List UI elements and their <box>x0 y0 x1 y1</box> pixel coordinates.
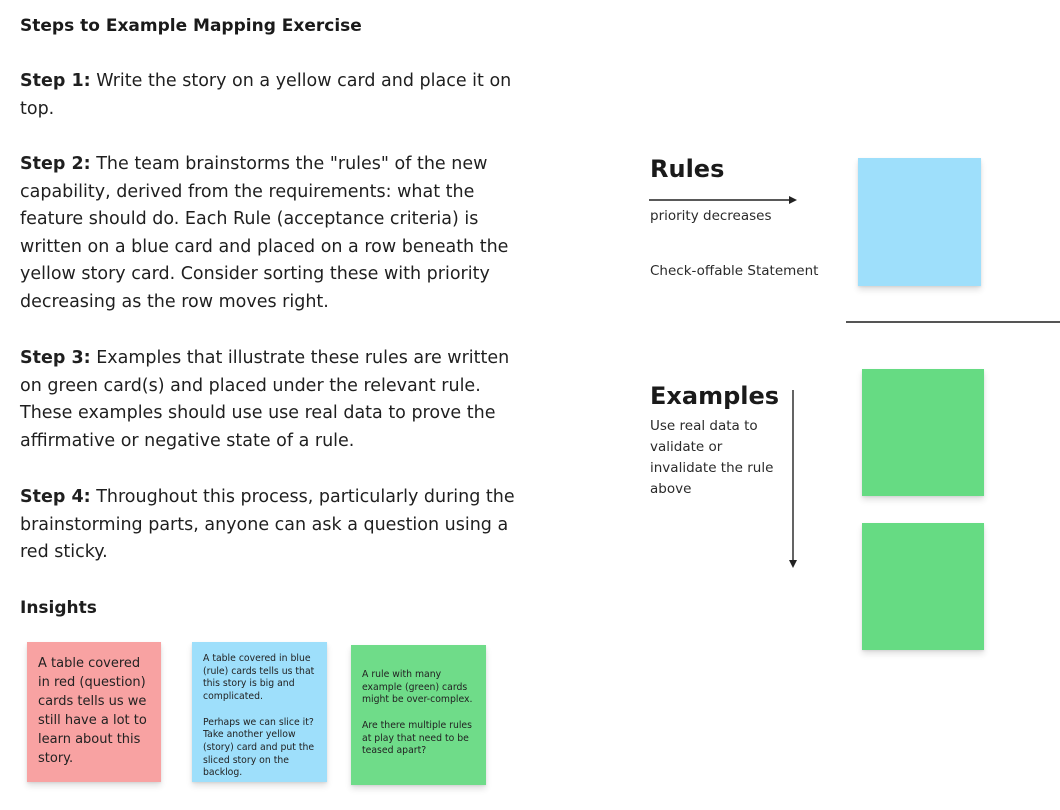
step-1-label: Step 1: <box>20 71 91 91</box>
insight-note-green[interactable]: A rule with many example (green) cards m… <box>351 645 486 785</box>
example-card-2[interactable] <box>862 523 984 650</box>
step-3-label: Step 3: <box>20 348 91 368</box>
priority-arrow-icon <box>649 196 797 204</box>
example-card-1[interactable] <box>862 369 984 496</box>
page-title: Steps to Example Mapping Exercise <box>20 16 362 36</box>
insight-note-blue-text: A table covered in blue (rule) cards tel… <box>203 653 315 779</box>
insight-note-red-text: A table covered in red (question) cards … <box>38 656 147 766</box>
rules-description: Check-offable Statement <box>650 263 819 279</box>
examples-down-arrow-icon <box>789 390 797 568</box>
step-3: Step 3: Examples that illustrate these r… <box>20 345 532 455</box>
rule-card[interactable] <box>858 158 981 286</box>
step-2-text: The team brainstorms the "rules" of the … <box>20 154 509 312</box>
insight-note-blue[interactable]: A table covered in blue (rule) cards tel… <box>192 642 327 782</box>
rules-direction-label: priority decreases <box>650 208 772 224</box>
step-1-text: Write the story on a yellow card and pla… <box>20 71 512 119</box>
insight-note-red[interactable]: A table covered in red (question) cards … <box>27 642 161 782</box>
examples-description: Use real data to validate or invalidate … <box>650 418 774 497</box>
section-divider <box>846 321 1060 323</box>
step-3-text: Examples that illustrate these rules are… <box>20 348 510 451</box>
step-2: Step 2: The team brainstorms the "rules"… <box>20 151 532 317</box>
step-4-text: Throughout this process, particularly du… <box>20 487 515 563</box>
step-4-label: Step 4: <box>20 487 91 507</box>
insights-title: Insights <box>20 598 97 618</box>
step-1: Step 1: Write the story on a yellow card… <box>20 68 532 123</box>
insight-note-green-text: A rule with many example (green) cards m… <box>362 669 473 757</box>
step-2-label: Step 2: <box>20 154 91 174</box>
examples-heading: Examples <box>650 382 780 410</box>
rules-heading: Rules <box>650 155 725 183</box>
step-4: Step 4: Throughout this process, particu… <box>20 484 532 567</box>
